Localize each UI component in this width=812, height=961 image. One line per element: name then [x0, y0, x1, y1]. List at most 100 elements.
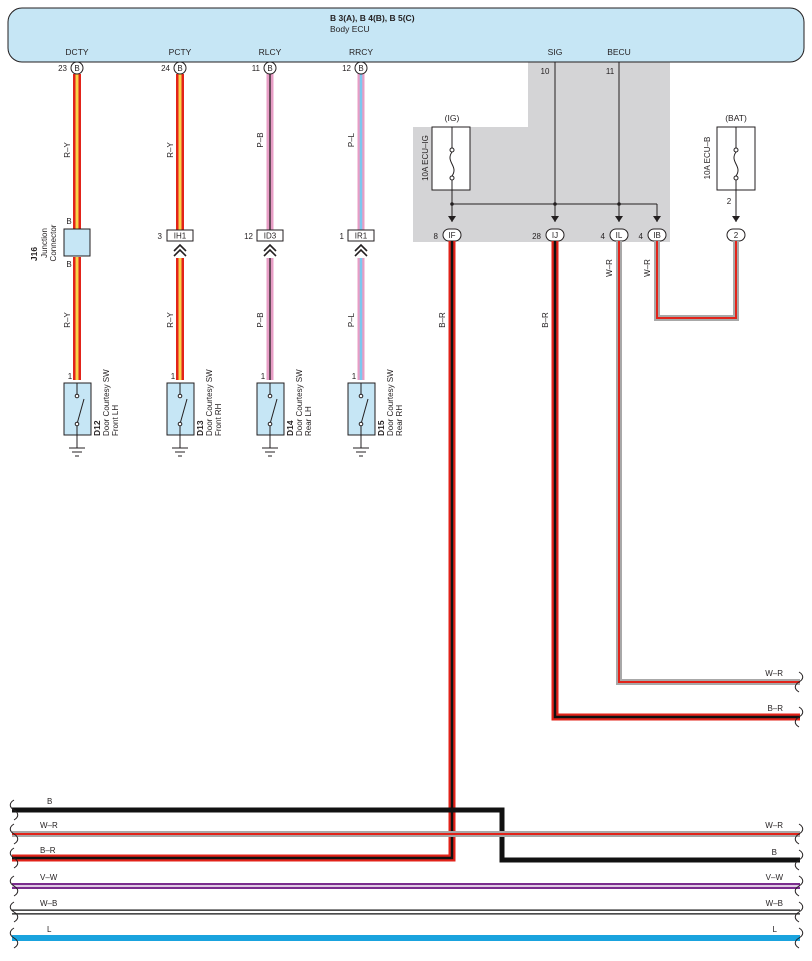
pin-pcty: 24 B	[161, 61, 187, 75]
svg-text:12: 12	[244, 232, 253, 241]
svg-text:ID3: ID3	[264, 232, 277, 241]
svg-text:1: 1	[352, 372, 357, 381]
pin-dcty: 23 B	[58, 61, 84, 75]
svg-text:1: 1	[171, 372, 176, 381]
svg-text:B: B	[66, 217, 71, 226]
svg-text:W–R: W–R	[40, 821, 58, 830]
svg-text:W–R: W–R	[605, 259, 614, 277]
pin-name-becu: BECU	[607, 47, 631, 57]
wire-labels-lower: R–Y R–Y P–B P–L	[63, 312, 356, 328]
inline-connector-ir1: 1 IR1	[340, 229, 375, 257]
svg-text:IB: IB	[653, 231, 661, 240]
svg-text:11: 11	[252, 64, 261, 73]
svg-text:10A ECU–B: 10A ECU–B	[703, 137, 712, 180]
svg-text:B–R: B–R	[541, 312, 550, 328]
svg-text:P–B: P–B	[256, 312, 265, 327]
svg-text:23: 23	[58, 64, 67, 73]
svg-text:1: 1	[261, 372, 266, 381]
svg-text:R–Y: R–Y	[166, 142, 175, 158]
svg-text:Front LH: Front LH	[111, 405, 120, 436]
pin-rlcy: 11 B	[252, 61, 277, 75]
wire-wr-ecu-b	[654, 241, 739, 321]
pin-name-sig: SIG	[548, 47, 563, 57]
svg-text:W–B: W–B	[766, 899, 783, 908]
fuse-ecu-ig: (IG) 10A ECU–IG	[421, 113, 471, 222]
svg-text:B–R: B–R	[438, 312, 447, 328]
svg-text:2: 2	[734, 231, 739, 240]
svg-text:Door Courtesy SW: Door Courtesy SW	[102, 369, 111, 436]
svg-text:Front RH: Front RH	[214, 403, 223, 436]
svg-text:W–R: W–R	[765, 821, 783, 830]
svg-text:D13: D13	[195, 420, 205, 436]
svg-text:8: 8	[434, 232, 439, 241]
svg-text:Door Courtesy SW: Door Courtesy SW	[386, 369, 395, 436]
svg-text:Junction: Junction	[40, 228, 49, 258]
svg-text:(IG): (IG)	[445, 113, 460, 123]
switch-d13: 1 D13 Door Courtesy SW Front RH	[166, 369, 223, 457]
svg-text:D15: D15	[376, 420, 386, 436]
svg-text:B–R: B–R	[767, 704, 783, 713]
svg-text:2: 2	[727, 197, 732, 206]
svg-text:V–W: V–W	[40, 873, 58, 882]
svg-text:W–B: W–B	[40, 899, 57, 908]
inline-connector-id3: 12 ID3	[244, 229, 284, 257]
wire-br-ij	[551, 241, 800, 721]
svg-text:B: B	[177, 64, 182, 73]
svg-text:IR1: IR1	[355, 232, 368, 241]
svg-text:L: L	[47, 925, 52, 934]
svg-text:IL: IL	[616, 231, 623, 240]
pin-name-rlcy: RLCY	[259, 47, 282, 57]
svg-text:12: 12	[342, 64, 351, 73]
svg-text:B–R: B–R	[40, 846, 56, 855]
svg-text:P–L: P–L	[347, 132, 356, 147]
jb-connector-if: 8 IF	[434, 228, 462, 242]
pin-name-pcty: PCTY	[169, 47, 192, 57]
switch-d12: 1 D12 Door Courtesy SW Front LH	[63, 369, 120, 457]
svg-text:B: B	[66, 260, 71, 269]
svg-text:V–W: V–W	[766, 873, 784, 882]
pin-num-becu: 11	[606, 67, 615, 76]
svg-text:1: 1	[340, 232, 345, 241]
ecu-connectors-label: B 3(A), B 4(B), B 5(C)	[330, 13, 415, 23]
svg-text:B: B	[358, 64, 363, 73]
svg-text:Connector: Connector	[49, 224, 58, 261]
svg-text:4: 4	[639, 232, 644, 241]
jb-connector-ij: 28 IJ	[532, 228, 565, 242]
svg-text:4: 4	[601, 232, 606, 241]
svg-text:(BAT): (BAT)	[725, 113, 747, 123]
harness-break-left	[9, 799, 19, 949]
svg-text:P–L: P–L	[347, 312, 356, 327]
body-ecu-box	[7, 7, 805, 63]
svg-text:W–R: W–R	[643, 259, 652, 277]
harness-break-right	[794, 671, 804, 949]
junction-block-shade	[413, 62, 670, 242]
svg-text:Door Courtesy SW: Door Courtesy SW	[205, 369, 214, 436]
pin-rrcy: 12 B	[342, 61, 368, 75]
switch-d15: 1 D15 Door Courtesy SW Rear RH	[347, 369, 404, 457]
wire-wr-il	[616, 241, 800, 685]
wire-labels-upper: R–Y R–Y P–B P–L	[63, 132, 356, 157]
svg-text:D14: D14	[285, 420, 295, 436]
svg-text:W–R: W–R	[765, 669, 783, 678]
svg-text:IJ: IJ	[552, 231, 558, 240]
svg-text:B: B	[47, 797, 52, 806]
svg-text:IF: IF	[448, 231, 455, 240]
pin-name-dcty: DCTY	[65, 47, 88, 57]
svg-text:B: B	[74, 64, 79, 73]
pin-name-rrcy: RRCY	[349, 47, 373, 57]
ecu-name-label: Body ECU	[330, 24, 370, 34]
svg-text:Rear LH: Rear LH	[304, 406, 313, 436]
svg-text:R–Y: R–Y	[63, 312, 72, 328]
inline-connector-ih1: 3 IH1	[158, 229, 194, 257]
svg-text:1: 1	[68, 372, 73, 381]
svg-text:Rear RH: Rear RH	[395, 405, 404, 436]
svg-text:D12: D12	[92, 420, 102, 436]
svg-text:J16: J16	[29, 247, 39, 261]
junction-connector-j16: B B J16 Junction Connector	[29, 217, 91, 269]
svg-text:P–B: P–B	[256, 132, 265, 147]
svg-text:Door Courtesy SW: Door Courtesy SW	[295, 369, 304, 436]
svg-text:R–Y: R–Y	[63, 142, 72, 158]
svg-text:B: B	[772, 848, 777, 857]
svg-text:L: L	[773, 925, 778, 934]
